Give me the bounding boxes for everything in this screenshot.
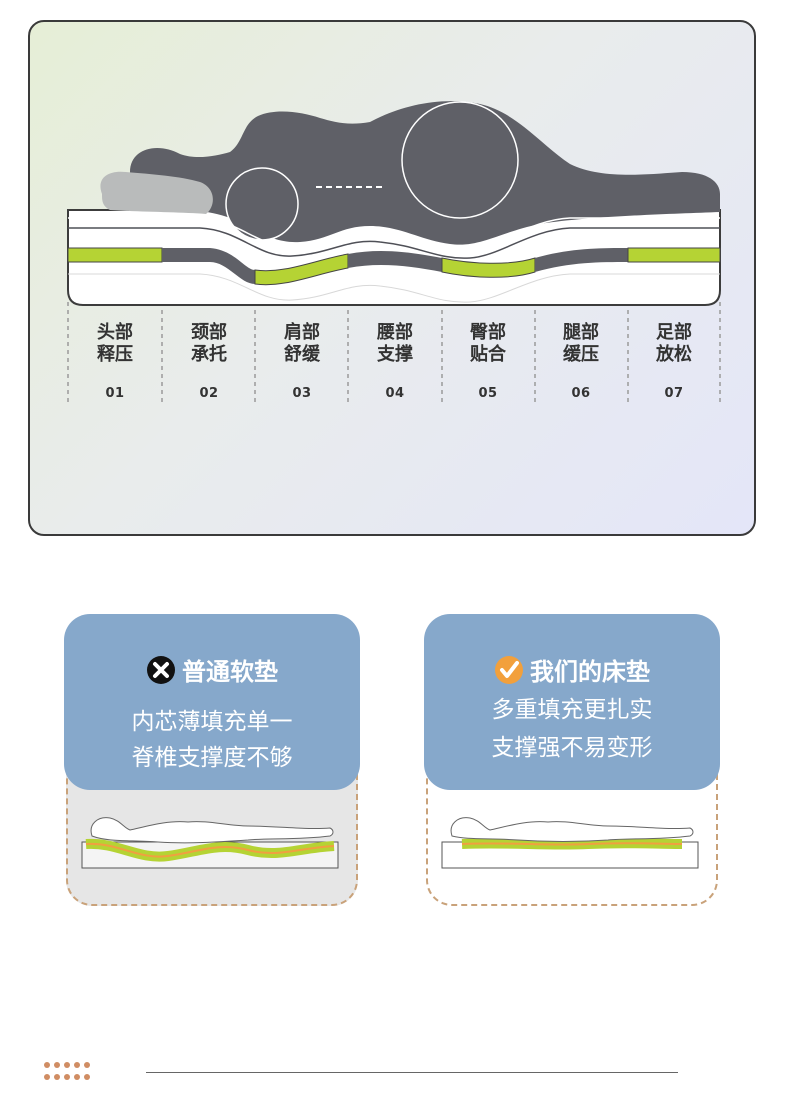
our-card-title: 我们的床垫 xyxy=(424,652,720,691)
check-circle-icon xyxy=(494,655,524,691)
body-on-mattress-illustration xyxy=(67,101,721,404)
x-circle-icon xyxy=(146,655,176,691)
ordinary-mattress-card: 普通软垫 内芯薄填充单一 脊椎支撑度不够 xyxy=(64,614,360,908)
zone-5: 臀部 贴合 05 xyxy=(470,322,506,401)
ordinary-illustration-frame xyxy=(66,764,358,906)
our-desc-line-2: 支撑强不易变形 xyxy=(491,735,653,761)
hip-circle xyxy=(401,101,519,219)
ordinary-desc-line-2: 脊椎支撑度不够 xyxy=(131,745,293,771)
our-card-header: 我们的床垫 多重填充更扎实 支撑强不易变形 xyxy=(424,614,720,790)
zone-7: 足部 放松 07 xyxy=(656,322,692,401)
ordinary-desc-line-1: 内芯薄填充单一 xyxy=(131,709,293,735)
zone-dividers xyxy=(67,302,721,404)
our-body-illustration xyxy=(441,817,699,869)
ordinary-body-illustration xyxy=(81,817,339,869)
zone-2: 颈部 承托 02 xyxy=(191,322,227,401)
divider-line xyxy=(146,1072,678,1073)
zone-4: 腰部 支撑 04 xyxy=(377,322,413,401)
our-mattress-card: 我们的床垫 多重填充更扎实 支撑强不易变形 xyxy=(424,614,720,908)
our-desc-line-1: 多重填充更扎实 xyxy=(491,697,653,723)
ordinary-card-title: 普通软垫 xyxy=(64,652,360,691)
ordinary-card-header: 普通软垫 内芯薄填充单一 脊椎支撑度不够 xyxy=(64,614,360,790)
zone-1: 头部 释压 01 xyxy=(97,322,133,401)
zone-6: 腿部 缓压 06 xyxy=(563,322,599,401)
support-layer xyxy=(67,247,721,286)
zone-3: 肩部 舒缓 03 xyxy=(284,322,320,401)
zone-illustration-panel: 头部 释压 01 颈部 承托 02 肩部 舒缓 03 腰部 支撑 04 臀部 贴… xyxy=(28,20,756,536)
pillow xyxy=(100,171,213,214)
